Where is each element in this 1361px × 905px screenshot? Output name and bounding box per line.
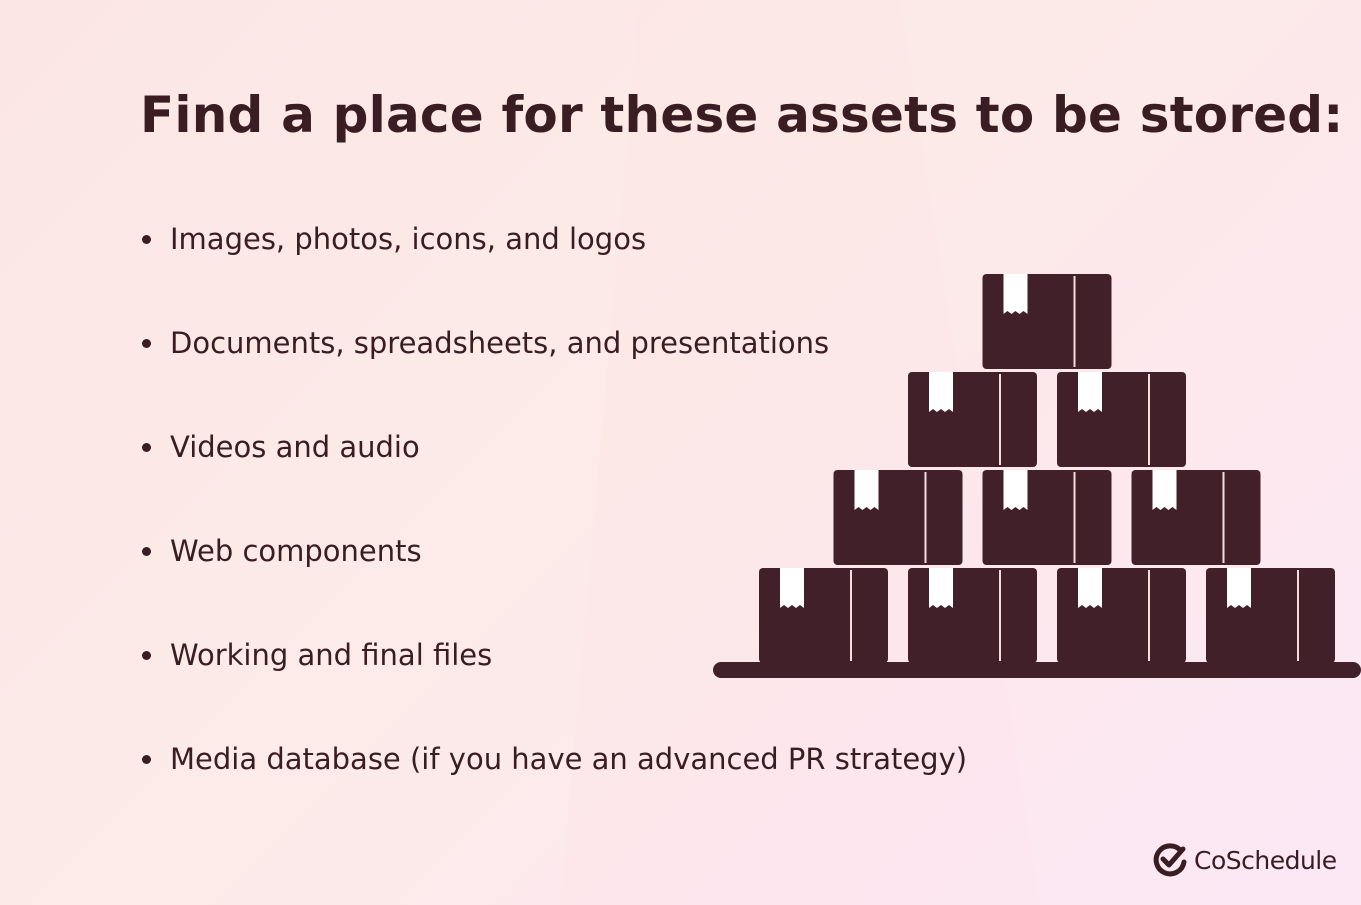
- list-item-text: Web components: [170, 534, 422, 568]
- box: [759, 568, 888, 663]
- box: [908, 568, 1037, 663]
- box: [1057, 568, 1186, 663]
- brand-name: CoSchedule: [1194, 845, 1337, 875]
- box-label-tag: [929, 568, 953, 608]
- box: [982, 470, 1112, 565]
- list-item: Images, photos, icons, and logos: [140, 212, 967, 316]
- asset-list: Images, photos, icons, and logos Documen…: [140, 212, 967, 836]
- box: [908, 372, 1037, 467]
- check-circle-icon: [1153, 843, 1187, 877]
- list-item-text: Documents, spreadsheets, and presentatio…: [170, 326, 830, 360]
- list-item-text: Media database (if you have an advanced …: [170, 742, 968, 776]
- box-stack-icon: [713, 274, 1361, 678]
- box: [1057, 372, 1186, 467]
- list-item: Web components: [140, 524, 967, 628]
- list-item-text: Videos and audio: [170, 430, 420, 464]
- bullet: [142, 339, 151, 348]
- list-item: Documents, spreadsheets, and presentatio…: [140, 316, 967, 420]
- page-title: Find a place for these assets to be stor…: [140, 86, 1344, 144]
- bullet: [142, 547, 151, 556]
- box-label-tag: [1078, 372, 1102, 412]
- box-label-tag: [1078, 568, 1102, 608]
- bullet: [142, 443, 151, 452]
- list-item-text: Images, photos, icons, and logos: [170, 222, 647, 256]
- box-label-tag: [1152, 470, 1177, 510]
- list-item: Media database (if you have an advanced …: [140, 732, 967, 836]
- box: [1131, 470, 1261, 565]
- list-item: Working and final files: [140, 628, 967, 732]
- box: [833, 470, 963, 565]
- shelf: [713, 662, 1361, 678]
- box: [1206, 568, 1335, 663]
- list-item: Videos and audio: [140, 420, 967, 524]
- box-label-tag: [1227, 568, 1251, 608]
- box-label-tag: [780, 568, 804, 608]
- bullet: [142, 755, 151, 764]
- box: [982, 274, 1112, 369]
- bullet: [142, 235, 151, 244]
- box-label-tag: [1003, 274, 1028, 314]
- box-label-tag: [929, 372, 953, 412]
- list-item-text: Working and final files: [170, 638, 493, 672]
- bullet: [142, 651, 151, 660]
- box-label-tag: [1003, 470, 1028, 510]
- coschedule-logo: CoSchedule: [1152, 842, 1337, 878]
- box-label-tag: [854, 470, 879, 510]
